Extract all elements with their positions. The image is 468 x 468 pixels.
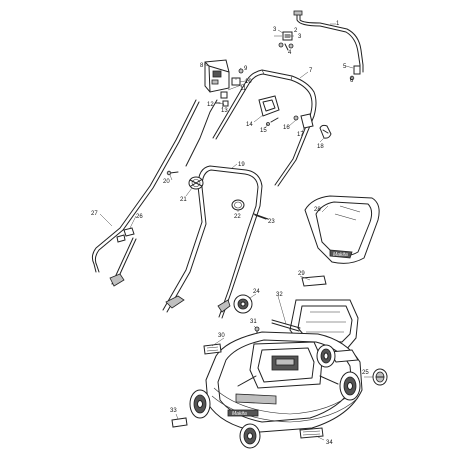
callout-33: 33: [170, 408, 177, 414]
callout-2: 2: [294, 28, 298, 34]
callout-10: 10: [245, 79, 252, 85]
callout-21: 21: [180, 197, 187, 203]
bolt-20: [166, 170, 179, 176]
callout-25: 25: [362, 370, 369, 376]
callout-19: 19: [238, 162, 245, 168]
middle-handle-frame: [212, 69, 317, 187]
callout-6: 6: [350, 78, 354, 84]
part-23-pin: [253, 213, 269, 220]
callout-29: 29: [298, 271, 305, 277]
handle-clamp-right: [293, 113, 332, 139]
callout-26: 26: [136, 214, 143, 220]
callout-7: 7: [309, 68, 313, 74]
mower-deck: Makita: [205, 331, 363, 433]
wheel-front-right: [239, 423, 261, 449]
switch-box: [204, 59, 244, 93]
cable-27: [91, 99, 218, 273]
lower-handle: [162, 165, 263, 319]
handle-clamp-left: [258, 95, 280, 126]
wheel-rear-left: [316, 344, 336, 368]
callout-9: 9: [244, 66, 248, 72]
upper-handle-bar: [293, 10, 364, 73]
sticker-34: [299, 427, 324, 439]
wheel-rear-right: [339, 371, 361, 401]
sticker-30: [203, 343, 222, 355]
callout-24: 24: [253, 289, 260, 295]
callout-23: 23: [268, 219, 275, 225]
callout-3a: 3: [273, 27, 277, 33]
wheel-front-left: [189, 389, 211, 419]
callout-18: 18: [317, 144, 324, 150]
callout-4: 4: [288, 50, 292, 56]
lower-rod-left: [109, 237, 137, 287]
deck-brand-mark: Makita: [232, 411, 247, 417]
callout-12: 12: [207, 102, 214, 108]
callout-labels: 1 2 3 3 4 5 6 7 8 9 10 11 12 13 14 15 16…: [91, 21, 369, 446]
callout-27: 27: [91, 211, 98, 217]
callout-22: 22: [234, 214, 241, 220]
callout-3b: 3: [298, 34, 302, 40]
knob-21: [188, 176, 204, 190]
callout-28: 28: [314, 207, 321, 213]
callout-16: 16: [283, 125, 290, 131]
height-knob-24: [233, 294, 253, 314]
leader-lines: [99, 23, 373, 441]
callout-5: 5: [343, 64, 347, 70]
callout-31: 31: [250, 319, 257, 325]
callout-30: 30: [218, 333, 225, 339]
handle-lock-parts: [278, 31, 361, 81]
callout-17: 17: [297, 132, 304, 138]
callout-34: 34: [326, 440, 333, 446]
callout-8: 8: [200, 63, 204, 69]
cover-brand-mark: Makita: [333, 252, 348, 258]
callout-14: 14: [246, 122, 253, 128]
callout-15: 15: [260, 128, 267, 134]
knob-22: [231, 199, 267, 220]
callout-13: 13: [221, 108, 228, 114]
callout-32: 32: [276, 292, 283, 298]
callout-11: 11: [240, 86, 247, 92]
wheel-cap-25: [372, 368, 388, 386]
cable-clip-26: [116, 227, 135, 243]
sticker-33: [171, 417, 188, 428]
callout-20: 20: [163, 179, 170, 185]
grass-box-cover: Makita: [304, 195, 380, 264]
callout-1: 1: [336, 21, 340, 27]
